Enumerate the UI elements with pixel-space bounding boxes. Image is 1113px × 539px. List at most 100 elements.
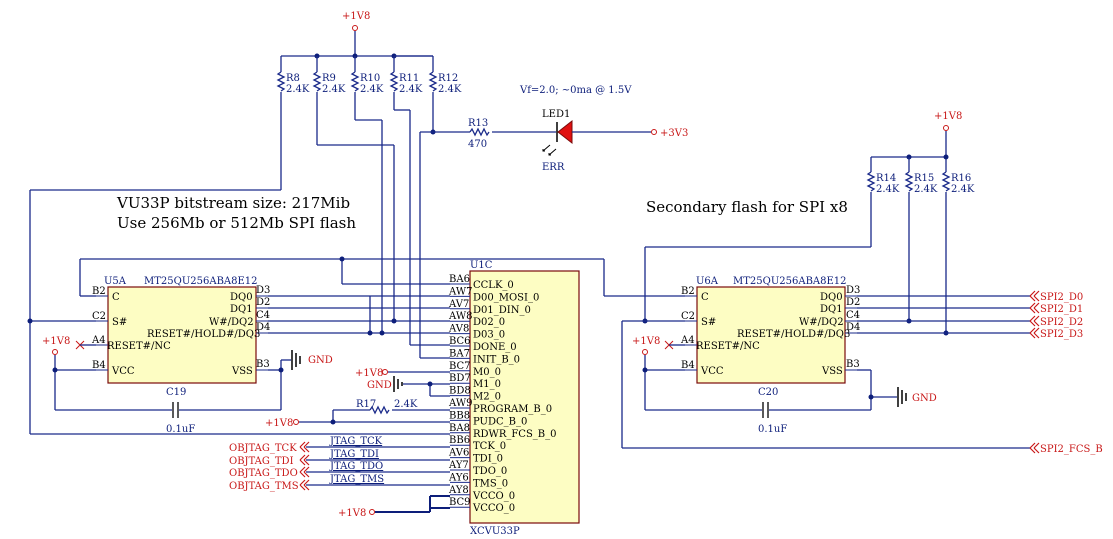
gnd-label-u5: GND xyxy=(308,355,333,366)
r12-ref: R12 xyxy=(438,73,458,84)
power-port-1v8-top xyxy=(352,25,358,31)
u1c-ref: U1C xyxy=(470,260,493,271)
u1c-pin-name: TMS_0 xyxy=(473,478,508,489)
u1c-pins: BA6CCLK_0AW7D00_MOSI_0AV7D01_DIN_0AW8D02… xyxy=(448,274,557,514)
u6-pin-vss: VSS xyxy=(821,366,843,377)
u1c-pin-number: BA6 xyxy=(449,274,470,285)
u1c-pin-name: D00_MOSI_0 xyxy=(473,292,539,303)
u1c-pin-name: TCK_0 xyxy=(473,441,506,452)
r16-ref: R16 xyxy=(951,173,971,184)
pullup-group-u1: +1V8 R8 2.4K R9 2.4K R10 2.4K R11 2.4K R… xyxy=(276,11,462,95)
power-label-3v3: +3V3 xyxy=(660,128,688,139)
r12-value: 2.4K xyxy=(438,84,462,95)
r15-value: 2.4K xyxy=(914,184,938,195)
spi2-ports: SPI2_D0 SPI2_D1 SPI2_D2 SPI2_D3 SPI2_FCS… xyxy=(1029,290,1103,455)
u6-pin-s: S# xyxy=(701,317,716,328)
power-label-1v8-pudc: +1V8 xyxy=(265,418,293,429)
u1c-pin-name: PUDC_B_0 xyxy=(473,416,527,427)
u1c-pin-number: AV8 xyxy=(448,324,469,335)
r10-value: 2.4K xyxy=(360,84,384,95)
u5-part: MT25QU256ABA8E12 xyxy=(144,276,258,287)
u1c-pin-number: AW8 xyxy=(448,311,472,322)
power-label-1v8-right: +1V8 xyxy=(934,111,962,122)
power-label-1v8-top: +1V8 xyxy=(342,11,370,22)
u1c-pin-name: M1_0 xyxy=(473,379,501,390)
resistor-r11 xyxy=(389,71,399,92)
u1c-pin-number: AV6 xyxy=(448,448,469,459)
u1c-pin-name: VCCO_0 xyxy=(472,491,515,502)
led-ref: LED1 xyxy=(542,109,570,120)
spi2-port-fcs: SPI2_FCS_B xyxy=(1040,444,1103,455)
u6-part: MT25QU256ABA8E12 xyxy=(733,276,847,287)
spi2-d0-flag xyxy=(1029,290,1040,302)
c20-ref: C20 xyxy=(758,387,778,398)
r17-value: 2.4K xyxy=(394,399,418,410)
led-emission-arrows xyxy=(542,144,557,156)
r9-ref: R9 xyxy=(322,73,336,84)
u1c-pin-name: D03_0 xyxy=(473,330,505,341)
pullup-group-u6: +1V8 R14 2.4K R15 2.4K R16 2.4K xyxy=(642,111,975,336)
jtag-port-tck: OBJTAG_TCK xyxy=(229,443,297,454)
resistor-r16 xyxy=(941,171,951,192)
power-label-1v8-m0: +1V8 xyxy=(355,368,383,379)
r8-value: 2.4K xyxy=(286,84,310,95)
led-err-body xyxy=(557,119,573,145)
jtag-net-tms: JTAG_TMS xyxy=(329,474,384,485)
u5-pin-dq1: DQ1 xyxy=(230,304,253,315)
u1c-body xyxy=(469,270,580,524)
u6-pin-b2-num: B2 xyxy=(681,286,695,297)
u1c-pin-number: AY6 xyxy=(448,472,469,483)
u1c-pin-name: INIT_B_0 xyxy=(473,354,520,365)
spi2-d1-flag xyxy=(1029,302,1040,314)
chip-u6: U6A MT25QU256ABA8E12 B2 C C2 S# A4 RESET… xyxy=(680,276,860,384)
power-label-1v8-u6: +1V8 xyxy=(632,336,660,347)
jtag-group: OBJTAG_TCK OBJTAG_TDI OBJTAG_TDO OBJTAG_… xyxy=(229,436,450,492)
u5-pin-c4-num: C4 xyxy=(256,310,270,321)
u1c-pin-number: AY8 xyxy=(448,485,469,496)
jtag-net-tck: JTAG_TCK xyxy=(329,436,383,447)
u6-pin-c: C xyxy=(701,292,709,303)
u1c-pin-name: TDO_0 xyxy=(473,466,507,477)
mode-pin-wiring: +1V8 GND +1V8 R17 2.4K +1V8 xyxy=(265,368,450,519)
jtag-port-flag xyxy=(299,441,310,453)
u5-pin-c2-num: C2 xyxy=(92,311,106,322)
note-bitstream-size: VU33P bitstream size: 217Mib xyxy=(116,194,350,212)
u5-pin-s: S# xyxy=(112,317,127,328)
u1c-pin-number: BD7 xyxy=(449,373,471,384)
jtag-net-tdo: JTAG_TDO xyxy=(329,461,383,472)
u5-pin-vss: VSS xyxy=(231,366,253,377)
r11-ref: R11 xyxy=(399,73,419,84)
jtag-port-flag xyxy=(299,466,310,478)
u5-pin-reset-nc: RESET#/NC xyxy=(107,341,171,352)
u6-pin-dq0: DQ0 xyxy=(820,292,843,303)
r14-ref: R14 xyxy=(876,173,896,184)
u6-pin-d3-num: D3 xyxy=(846,285,860,296)
u1c-pin-name: PROGRAM_B_0 xyxy=(473,404,552,415)
jtag-port-tdo: OBJTAG_TDO xyxy=(229,468,298,479)
r10-ref: R10 xyxy=(360,73,380,84)
u5-pin-dq0: DQ0 xyxy=(230,292,253,303)
r11-value: 2.4K xyxy=(399,84,423,95)
u1c-pin-number: BA8 xyxy=(449,423,470,434)
resistor-r12 xyxy=(428,71,438,92)
spi2-port-d0: SPI2_D0 xyxy=(1040,292,1083,303)
u1c-pin-number: BB8 xyxy=(449,410,470,421)
jtag-port-flag xyxy=(299,454,310,466)
u5-pin-c: C xyxy=(112,292,120,303)
spi2-fcs-flag xyxy=(1029,442,1040,454)
resistor-r10 xyxy=(350,71,360,92)
u5-body xyxy=(107,286,257,384)
u1c-pin-number: BC6 xyxy=(449,336,471,347)
u1c-pin-name: DONE_0 xyxy=(473,342,517,353)
chip-u1c: U1C XCVU33P xyxy=(469,260,580,537)
u6-pin-c4-num: C4 xyxy=(846,310,860,321)
u1c-pin-number: BC7 xyxy=(449,361,471,372)
gnd-label-mode: GND xyxy=(367,380,392,391)
u6-wiring: +1V8 C20 0.1uF GND xyxy=(339,256,1030,449)
u6-body xyxy=(696,286,846,384)
u6-pin-reset-nc: RESET#/NC xyxy=(696,341,760,352)
u6-pin-a4-num: A4 xyxy=(680,335,695,346)
u5-wiring: +1V8 C19 0.1uF GND xyxy=(27,92,450,435)
u1c-pin-number: AY7 xyxy=(448,460,469,471)
